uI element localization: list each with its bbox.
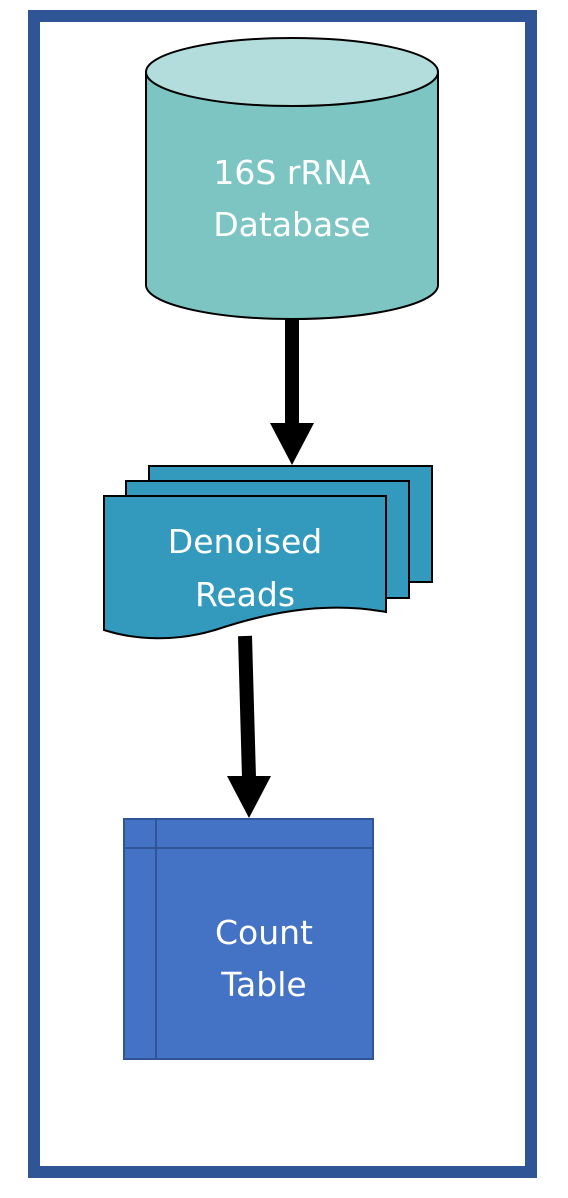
arrow-head — [227, 776, 271, 818]
reads-document-front — [103, 495, 387, 640]
database-label-line1: 16S rRNA — [213, 153, 371, 192]
database-label-line2: Database — [213, 205, 370, 244]
database-cylinder-top — [145, 37, 439, 107]
arrow-head — [270, 423, 314, 465]
count-table: Count Table — [123, 818, 374, 1060]
reads-label-line2: Reads — [195, 575, 295, 614]
count-table-body — [123, 818, 374, 1060]
table-label-line2: Table — [220, 965, 306, 1004]
table-label-line1: Count — [215, 913, 313, 952]
reads-label-line1: Denoised — [168, 522, 322, 561]
arrow-shaft — [238, 635, 256, 779]
arrow-reads-to-table — [227, 635, 271, 818]
arrow-database-to-reads — [270, 319, 314, 465]
denoised-reads-documents: Denoised Reads — [103, 465, 433, 640]
database-cylinder: 16S rRNA Database — [145, 37, 439, 320]
database-cylinder-body — [145, 71, 439, 320]
